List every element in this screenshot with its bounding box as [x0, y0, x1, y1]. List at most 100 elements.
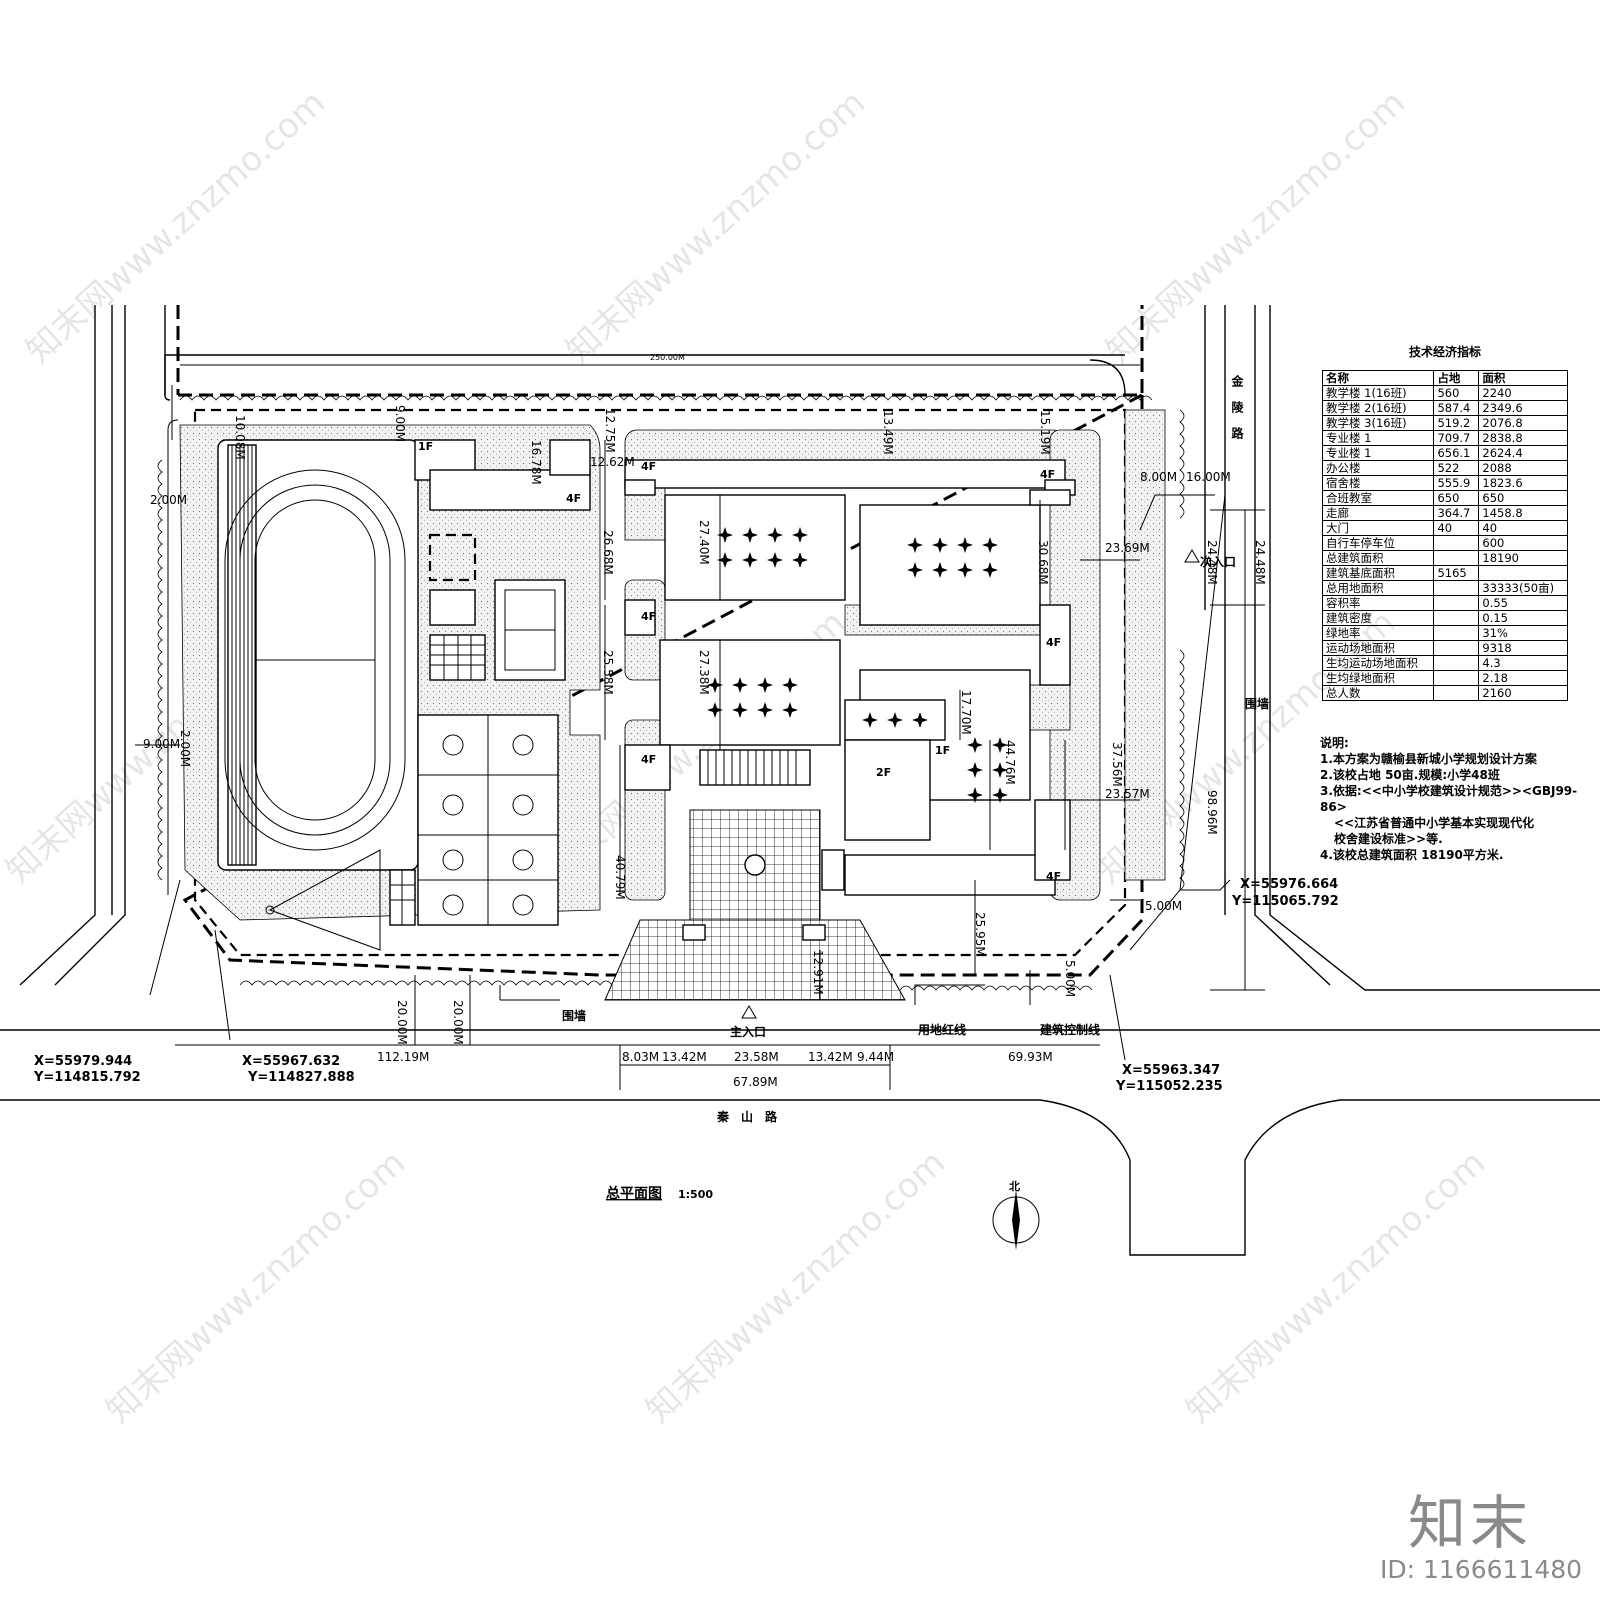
table-cell [1433, 655, 1480, 671]
running-track [217, 439, 419, 951]
table-header-row: 名称占地面积 [1321, 370, 1568, 386]
table-cell: 555.9 [1433, 475, 1480, 491]
table-cell: 2624.4 [1478, 445, 1568, 461]
table-row: 总建筑面积 18190 [1321, 550, 1568, 566]
table-cell [1433, 640, 1480, 656]
dim-label: 24.48M [1205, 540, 1219, 585]
dim-label: 27.38M [697, 650, 711, 695]
table-cell: 总人数 [1321, 685, 1435, 701]
floor-label: 4F [641, 753, 656, 766]
table-cell: 宿舍楼 [1321, 475, 1435, 491]
dim-label: 25.58M [601, 650, 615, 695]
table-cell: 2.18 [1478, 670, 1568, 686]
table-cell: 2838.8 [1478, 430, 1568, 446]
table-cell [1433, 685, 1480, 701]
table-cell: 专业楼 1 [1321, 445, 1435, 461]
note-item: 2.该校占地 50亩.规模:小学48班 [1320, 768, 1500, 782]
table-cell: 2088 [1478, 460, 1568, 476]
dim-label: 13.42M [808, 1050, 853, 1064]
image-id: ID: 1166611480 [1380, 1555, 1583, 1584]
secondary-entrance-label: 次入口 [1200, 554, 1236, 569]
table-cell: 教学楼 2(16班) [1321, 400, 1435, 416]
dim-label: 40.79M [613, 855, 627, 900]
secondary-entrance-marker [1184, 549, 1200, 563]
dim-label: 30.68M [1036, 540, 1050, 585]
dim-label: 16.00M [1186, 470, 1231, 484]
table-cell: 600 [1478, 535, 1568, 551]
entrance-plaza [604, 809, 906, 1001]
table-cell: 教学楼 1(16班) [1321, 385, 1435, 401]
table-cell: 18190 [1478, 550, 1568, 566]
dim-label: 9.44M [857, 1050, 894, 1064]
table-header-cell: 面积 [1478, 370, 1568, 386]
table-cell: 教学楼 3(16班) [1321, 415, 1435, 431]
dim-label: 16.78M [529, 440, 543, 485]
dim-label: 23.58M [734, 1050, 779, 1064]
table-cell: 560 [1433, 385, 1480, 401]
dim-label: 9.00M [393, 405, 407, 442]
table-cell: 656.1 [1433, 445, 1480, 461]
small-block [429, 589, 476, 626]
table-cell [1433, 595, 1480, 611]
dim-label: 27.40M [697, 520, 711, 565]
north-label: 北 [1009, 1179, 1020, 1193]
table-cell: 650 [1433, 490, 1480, 506]
dim-label: 44.76M [1003, 740, 1017, 785]
table-cell: 4.3 [1478, 655, 1568, 671]
dim-label: 23.69M [1105, 541, 1150, 555]
table-cell: 2160 [1478, 685, 1568, 701]
table-cell: 建筑基底面积 [1321, 565, 1435, 581]
table-cell: 364.7 [1433, 505, 1480, 521]
dim-label: 10.08M [233, 415, 247, 460]
main-entrance-label: 主入口 [730, 1024, 766, 1039]
note-item: 3.依据:<<中小学校建筑设计规范>><GBJ99-86> [1320, 784, 1578, 814]
dim-label: 112.19M [377, 1050, 429, 1064]
table-cell [1433, 625, 1480, 641]
drawing-scale: 1:500 [678, 1188, 713, 1201]
note-item: 校舍建设标准>>等. [1334, 832, 1443, 846]
notes-title: 说明: [1320, 736, 1349, 750]
table-cell: 建筑密度 [1321, 610, 1435, 626]
tree-row-north [157, 395, 1185, 991]
dim-label: 15.19M [1038, 410, 1052, 455]
table-cell: 绿地率 [1321, 625, 1435, 641]
table-row: 生均运动场地面积 4.3 [1321, 655, 1568, 671]
table-cell [1433, 580, 1480, 596]
dim-label: 8.00M [1140, 470, 1177, 484]
dim-label: 67.89M [733, 1075, 778, 1089]
table-row: 建筑密度 0.15 [1321, 610, 1568, 626]
red-line-label: 用地红线 [917, 1022, 966, 1037]
dim-label: 98.96M [1205, 790, 1219, 835]
table-cell [1433, 610, 1480, 626]
main-entrance-marker [741, 1005, 757, 1019]
drawing-title: 总平面图 [606, 1185, 662, 1202]
dim-label: 12.91M [811, 950, 825, 995]
table-cell: 生均运动场地面积 [1321, 655, 1435, 671]
brand-logo: 知末 [1408, 1489, 1533, 1557]
table-cell: 大门 [1321, 520, 1435, 536]
table-cell: 自行车停车位 [1321, 535, 1435, 551]
table-cell: 522 [1433, 460, 1480, 476]
north-arrow [992, 1190, 1040, 1250]
table-row: 总人数 2160 [1321, 685, 1568, 701]
table-cell: 专业楼 1 [1321, 430, 1435, 446]
table-cell: 0.15 [1478, 610, 1568, 626]
table-cell: 总建筑面积 [1321, 550, 1435, 566]
note-item: 1.本方案为赣榆县新城小学规划设计方案 [1320, 752, 1537, 766]
table-cell [1433, 550, 1480, 566]
table-cell [1433, 670, 1480, 686]
road-network [0, 305, 1600, 1256]
table-cell [1478, 565, 1568, 581]
table-cell: 9318 [1478, 640, 1568, 656]
floor-label: 1F [935, 744, 950, 757]
